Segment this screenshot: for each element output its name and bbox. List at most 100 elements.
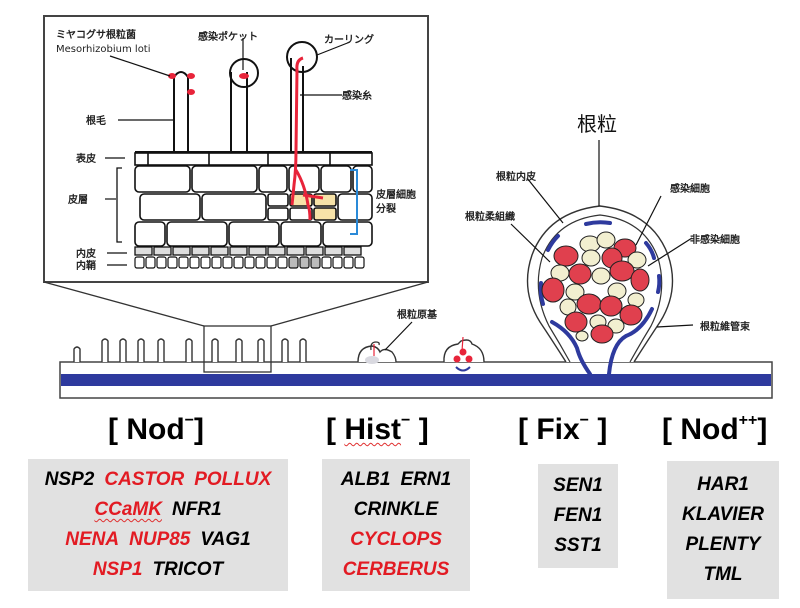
gene-plenty: PLENTY [685,534,761,555]
pericycle-label: 内鞘 [76,259,96,272]
heading-text: [ Nod [108,413,185,446]
heading-end: ] [410,413,429,446]
division-bracket [350,169,358,235]
heading-end: ] [193,413,204,446]
gene-sen1: SEN1 [553,475,603,496]
heading-nod-plusplus: [ Nod++] [662,412,767,447]
zoom-line-right [270,281,429,327]
nodulation-diagram: ミヤコグサ根粒菌 Mesorhizobium loti 感染ポケット カーリング… [43,15,773,399]
mature-nodule: 根粒 根粒内皮 根粒柔組織 感染細胞 非感染細胞 根粒維管束 [465,112,751,376]
gene-row: KLAVIER [682,500,764,530]
curling-curl [286,41,318,73]
bacteria-dot [187,73,195,79]
leader-lines [105,38,351,266]
nodule-leader-lines [510,140,694,328]
nodule-vascular-label: 根粒維管束 [700,320,751,333]
gene-row: NENA NUP85 VAG1 [65,525,250,555]
gene-castor: CASTOR [104,469,185,490]
heading-sup: − [401,412,411,429]
infection-pocket-curl [229,58,259,88]
cortex-label: 皮層 [67,193,88,206]
primordium-vascular [455,366,471,372]
infection-thread [290,56,324,221]
gene-har1: HAR1 [697,474,749,495]
nodule-primordium-label: 根粒原基 [397,308,438,321]
cortex-cells [134,152,373,247]
gene-crinkle: CRINKLE [353,499,439,520]
root-hair-label: 根毛 [86,114,106,127]
nodule-label: 根粒 [577,112,617,136]
heading-fix-minus: [ Fix− ] [518,412,607,447]
gene-row: FEN1 [554,501,603,531]
heading-sup: ++ [738,412,758,429]
bacteria-dot [168,73,176,79]
cortical-division-label-1: 皮層細胞 [375,188,416,201]
pericycle-cells [134,256,365,269]
gene-row: PLENTY [686,530,761,560]
gene-ern1: ERN1 [400,469,452,490]
root: 根粒原基 [59,308,773,399]
root-vascular-cylinder [61,374,771,386]
gene-nsp2: NSP2 [44,469,95,490]
infection-pocket-label: 感染ポケット [198,30,258,43]
gene-nup85: NUP85 [129,529,191,550]
endodermis-label: 内皮 [76,247,96,260]
gene-nena: NENA [65,529,120,550]
gene-nfr1: NFR1 [171,499,222,520]
nodule-endodermis-line [537,214,663,363]
gene-row: SEN1 [553,471,603,501]
infection-inset: ミヤコグサ根粒菌 Mesorhizobium loti 感染ポケット カーリング… [43,15,429,327]
infection-thread-label: 感染糸 [342,89,372,102]
infected-cell-label: 感染細胞 [670,182,710,195]
bacteria-label-jp: ミヤコグサ根粒菌 [56,28,136,41]
primordium-leader [384,321,413,351]
gene-cyclops: CYCLOPS [350,529,442,550]
zoom-region-box [203,325,272,373]
heading-sup: − [184,412,194,429]
gene-fen1: FEN1 [553,505,603,526]
nodule-parenchyma-label: 根粒柔組織 [465,210,515,223]
gene-row: CCaMK NFR1 [94,495,221,525]
gene-tricot: TRICOT [152,559,224,580]
gene-vag1: VAG1 [200,529,251,550]
nodule-vascular-bundles [538,220,662,376]
cortical-division-label-2: 分裂 [376,202,396,215]
nodule-cells [541,231,650,344]
heading-text: [ Hist [326,413,402,446]
heading-end: ] [589,413,608,446]
primordium-curl [370,341,380,351]
gene-row: HAR1 [697,470,749,500]
gene-klavier: KLAVIER [682,504,764,525]
heading-hist-minus: [ Hist− ] [326,412,429,447]
gene-alb1: ALB1 [340,469,391,490]
gene-row: ALB1 ERN1 [341,465,451,495]
gene-cerberus: CERBERUS [342,559,450,580]
heading-hist-word: Hist [344,413,402,446]
epidermis-label: 表皮 [75,152,96,165]
primordium-core [365,356,379,364]
bacteria-dot [239,73,249,79]
gene-pollux: POLLUX [194,469,272,490]
curling-label: カーリング [324,33,374,46]
gene-sst1: SST1 [554,535,602,556]
gene-tml: TML [703,564,743,585]
bacteria-label-en: Mesorhizobium loti [56,44,151,55]
main-root-hairs [73,338,307,362]
heading-nod-minus: [ Nod−] [108,412,204,447]
gene-row: CERBERUS [343,555,450,585]
gene-row: NSP2 CASTOR POLLUX [45,465,272,495]
gene-ccamk: CCaMK [94,499,162,520]
cortex-bracket [116,167,122,243]
nodule-endodermis-label: 根粒内皮 [496,170,536,183]
gene-row: TML [703,560,742,590]
heading-text: [ Nod [662,413,739,446]
heading-end: ] [757,413,768,446]
gene-row: CYCLOPS [350,525,442,555]
heading-text: [ Fix [518,413,580,446]
zoom-line-left [43,281,205,327]
